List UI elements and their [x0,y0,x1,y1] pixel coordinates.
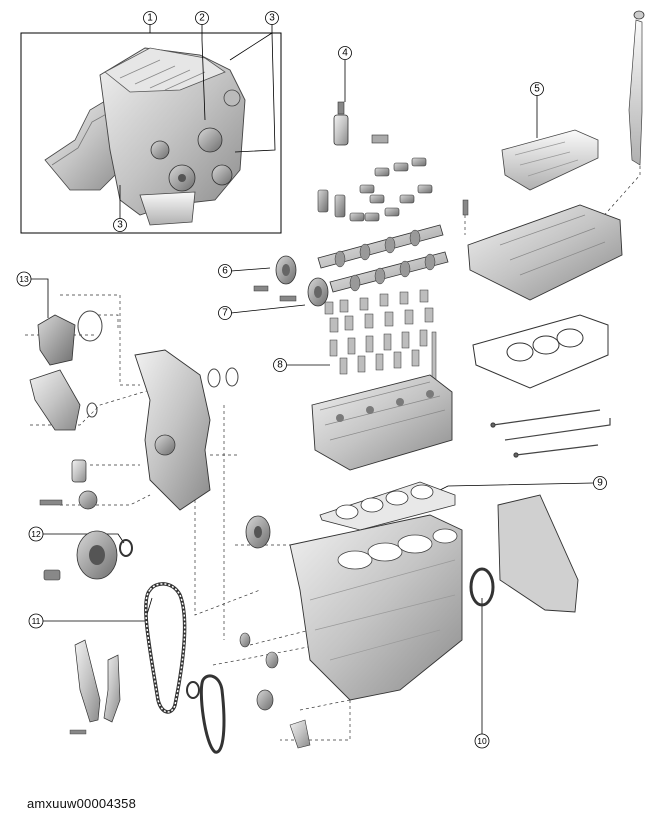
oil-dipstick [628,10,645,166]
chain-guides [69,639,121,735]
timing-chain-cover [134,349,239,511]
head-cover-gasket [472,314,609,389]
callout-9: 9 [593,476,607,490]
callout-3-top: 3 [265,11,279,25]
callout-6: 6 [218,264,232,278]
engine-assembly [44,47,246,226]
svg-text:9: 9 [597,478,603,489]
cylinder-block [289,514,463,701]
camshaft-sprockets [253,255,329,307]
cylinder-head-gasket [319,481,456,531]
svg-text:3: 3 [269,13,275,24]
callout-12: 12 [28,526,44,542]
leader-lines [31,24,594,741]
callout-3-bottom: 3 [113,218,127,232]
svg-text:2: 2 [199,13,205,24]
wiring-bracket [490,409,611,458]
figure-code: amxuuw00004358 [27,796,137,811]
rocker-arms [317,157,433,222]
callout-7: 7 [218,306,232,320]
svg-text:13: 13 [19,274,29,284]
valve-components [324,289,437,383]
svg-text:11: 11 [32,616,41,626]
head-cover [462,129,623,301]
oil-control-valve [333,101,389,146]
svg-text:12: 12 [31,529,41,539]
svg-text:3: 3 [117,220,123,231]
callout-8: 8 [273,358,287,372]
engine-mount-bracket [29,369,98,431]
water-pump [37,310,103,366]
callout-10: 10 [474,733,490,749]
callout-4: 4 [338,46,352,60]
callouts: 1 2 3 3 4 5 6 7 [16,11,607,749]
rear-oil-seal [469,494,579,613]
callout-11: 11 [28,613,44,629]
svg-text:4: 4 [342,48,348,59]
callout-1: 1 [143,11,157,25]
camshafts [317,224,449,293]
callout-5: 5 [530,82,544,96]
svg-text:5: 5 [534,84,540,95]
svg-text:6: 6 [222,266,228,277]
oil-pump-sprocket [245,515,271,549]
belt-tensioner [39,459,98,510]
assembly-frame [20,32,282,234]
oil-pump-drive [186,632,311,754]
svg-text:10: 10 [477,736,487,746]
svg-text:7: 7 [222,308,228,319]
timing-chain [144,582,187,714]
svg-text:8: 8 [277,360,283,371]
svg-text:1: 1 [147,13,153,24]
cylinder-head [311,374,453,471]
callout-13: 13 [16,271,32,287]
crankshaft-pulley [43,530,133,581]
callout-2: 2 [195,11,209,25]
